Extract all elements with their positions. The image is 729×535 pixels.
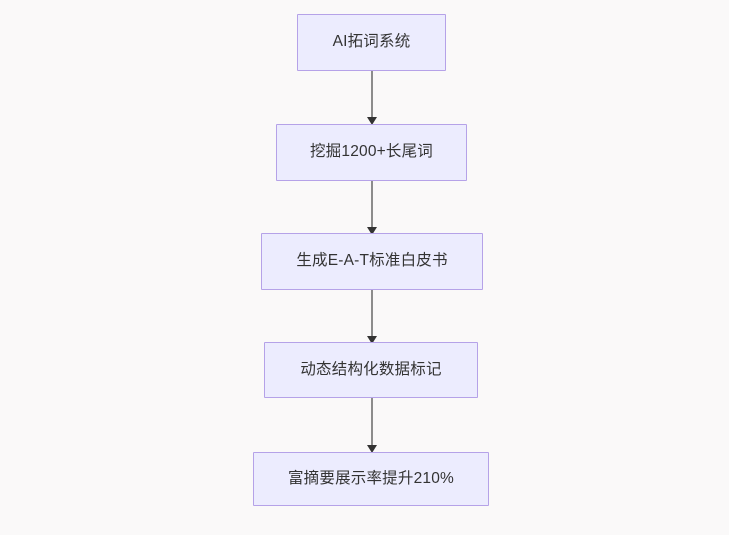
edge-node4-to-node5 [367, 398, 377, 453]
flowchart-node-dynamic-structured-data-markup[interactable]: 动态结构化数据标记 [264, 342, 478, 398]
edge-line [371, 290, 373, 337]
flowchart-node-label: 挖掘1200+长尾词 [309, 143, 434, 161]
flowchart-node-label: 动态结构化数据标记 [300, 360, 442, 378]
arrowhead-icon [367, 445, 377, 453]
flowchart-node-ai-keyword-system[interactable]: AI拓词系统 [297, 14, 446, 71]
edge-node1-to-node2 [367, 71, 377, 125]
flowchart-node-generate-eat-whitepaper[interactable]: 生成E-A-T标准白皮书 [261, 233, 483, 290]
arrowhead-icon [367, 336, 377, 344]
flowchart-node-label: AI拓词系统 [332, 33, 411, 51]
flowchart-node-label: 富摘要展示率提升210% [287, 469, 455, 487]
flowchart-node-mine-longtail-keywords[interactable]: 挖掘1200+长尾词 [276, 124, 467, 181]
arrowhead-icon [367, 227, 377, 235]
edge-node2-to-node3 [367, 181, 377, 235]
arrowhead-icon [367, 117, 377, 125]
edge-line [371, 398, 373, 446]
flowchart-node-label: 生成E-A-T标准白皮书 [296, 252, 448, 270]
edge-line [371, 71, 373, 118]
edge-node3-to-node4 [367, 290, 377, 344]
edge-line [371, 181, 373, 228]
flowchart-node-rich-snippet-impression-uplift[interactable]: 富摘要展示率提升210% [253, 452, 489, 506]
